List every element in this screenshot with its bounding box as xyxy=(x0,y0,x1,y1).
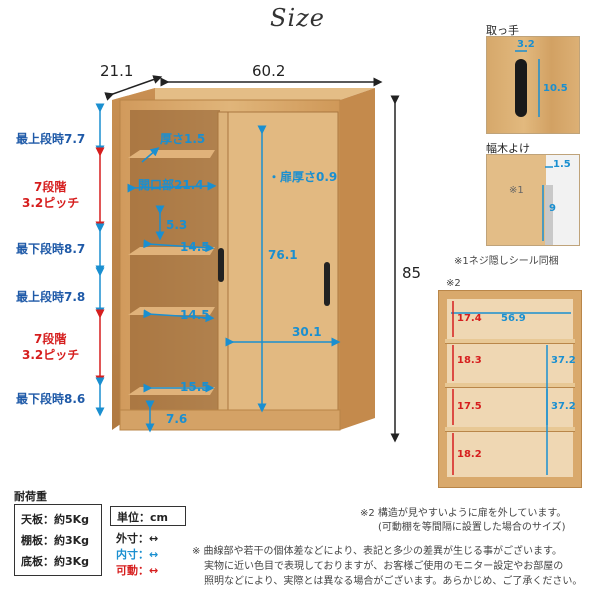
interior-height-1: 17.4 xyxy=(457,313,482,324)
page-title: Size xyxy=(270,4,325,32)
left-dim-top-min: 最下段時8.7 xyxy=(16,242,86,256)
depth-dim-line xyxy=(104,75,163,101)
plinth xyxy=(119,409,341,431)
door-thickness-label: ・扉厚さ0.9 xyxy=(268,170,338,184)
note-2-line-1: ※2 構造が見やすいように扉を外しています。 xyxy=(360,508,567,519)
baseboard-photo: 1.5 9 ※1 xyxy=(486,154,580,246)
disclaimer-line-1: ※ 曲線部や若干の個体差などにより、表記と多少の差異が生じる事がございます。 xyxy=(192,546,562,557)
shelf xyxy=(128,150,215,158)
load-row: 棚板：約3Kg xyxy=(21,534,90,547)
baseboard-height: 9 xyxy=(549,203,556,214)
handle xyxy=(218,248,224,282)
interior-mark: ※2 xyxy=(446,278,461,289)
handle-title: 取っ手 xyxy=(486,24,519,37)
door-width-label: 30.1 xyxy=(292,325,322,339)
handle xyxy=(324,262,330,306)
door-right xyxy=(227,111,339,411)
handle-icon xyxy=(515,59,527,117)
baseboard-mark: ※1 xyxy=(509,185,524,196)
legend-movable: 可動：↔ xyxy=(116,564,159,577)
disclaimer-line-3: 照明などにより、実際とは異なる場合がございます。あらかじめ、ご了承ください。 xyxy=(204,576,583,587)
interior-view: 17.4 56.9 18.3 37.2 17.5 37.2 18.2 xyxy=(438,290,582,488)
opening-label: 開口部21.4 xyxy=(138,178,204,192)
bottom-depth-label: 15.5 xyxy=(180,380,210,394)
width-label: 60.2 xyxy=(252,62,286,80)
legend-outer: 外寸：↔ xyxy=(116,532,159,545)
baseboard-note: ※1ネジ隠しシール同梱 xyxy=(454,256,559,267)
baseboard-title: 幅木よけ xyxy=(486,142,530,155)
interior-height-4: 18.2 xyxy=(457,449,482,460)
interior-height-right-1: 37.2 xyxy=(551,355,576,366)
note-2-line-2: (可動棚を等間隔に設置した場合のサイズ) xyxy=(378,522,566,533)
inner-height-label: 76.1 xyxy=(268,248,298,262)
cabinet-right-side xyxy=(340,88,375,430)
interior-height-3: 17.5 xyxy=(457,401,482,412)
handle-height: 10.5 xyxy=(543,83,568,94)
left-dim-pitch: 3.2ピッチ xyxy=(22,348,80,362)
handle-photo: 3.2 10.5 xyxy=(486,36,580,134)
height-label: 85 xyxy=(402,264,422,282)
disclaimer-line-2: 実物に近い色目で表現しておりますが、お客様ご使用のモニター設定やお部屋の xyxy=(204,561,564,572)
shelf-gap-label: 5.3 xyxy=(166,218,188,232)
left-dim-bottom-max: 最上段時7.8 xyxy=(16,290,86,304)
unit-box: 単位：cm xyxy=(110,506,186,526)
unit-label: 単位：cm xyxy=(117,511,168,524)
interior-width: 56.9 xyxy=(501,313,526,324)
handle-width: 3.2 xyxy=(517,39,535,50)
depth-label: 21.1 xyxy=(100,62,134,80)
baseboard-width: 1.5 xyxy=(553,159,571,170)
shelf-depth-label: 14.5 xyxy=(180,240,210,254)
load-row: 底板：約3Kg xyxy=(21,555,90,568)
thickness-label: 厚さ1.5 xyxy=(160,132,206,146)
left-dim-pitch: 3.2ピッチ xyxy=(22,196,80,210)
interior-height-right-2: 37.2 xyxy=(551,401,576,412)
interior-height-2: 18.3 xyxy=(457,355,482,366)
left-dim-steps: 7段階 xyxy=(34,332,67,346)
legend-inner: 内寸：↔ xyxy=(116,548,159,561)
load-row: 天板：約5Kg xyxy=(21,513,90,526)
plinth-label: 7.6 xyxy=(166,412,188,426)
left-dim-steps: 7段階 xyxy=(34,180,67,194)
load-title: 耐荷重 xyxy=(14,490,47,503)
left-dim-top-max: 最上段時7.7 xyxy=(16,132,86,146)
left-dim-bottom-min: 最下段時8.6 xyxy=(16,392,86,406)
shelf-depth-label: 14.5 xyxy=(180,308,210,322)
cabinet-top xyxy=(112,88,375,100)
load-table: 天板：約5Kg 棚板：約3Kg 底板：約3Kg xyxy=(14,504,102,576)
cabinet-illustration xyxy=(95,75,400,443)
